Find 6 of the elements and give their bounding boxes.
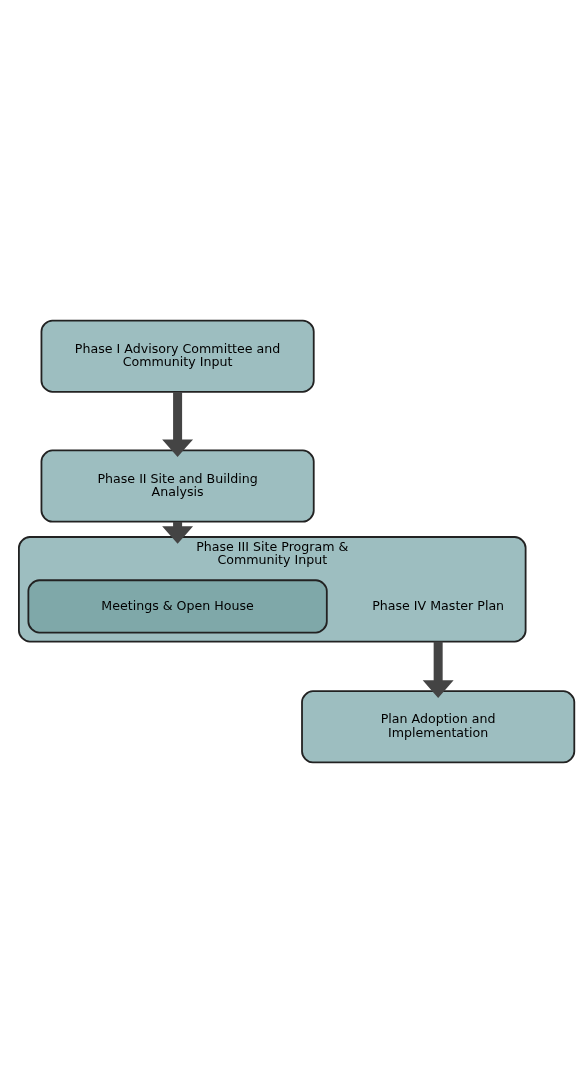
arrow bbox=[422, 641, 454, 698]
arrow bbox=[162, 391, 194, 457]
node-box: Meetings & Open House bbox=[27, 578, 328, 633]
node-box: Plan Adoption and Implementation bbox=[301, 689, 576, 763]
node-box: Phase II Site and Building Analysis bbox=[40, 449, 315, 523]
node-box: Phase I Advisory Committee and Community Input bbox=[40, 319, 315, 393]
